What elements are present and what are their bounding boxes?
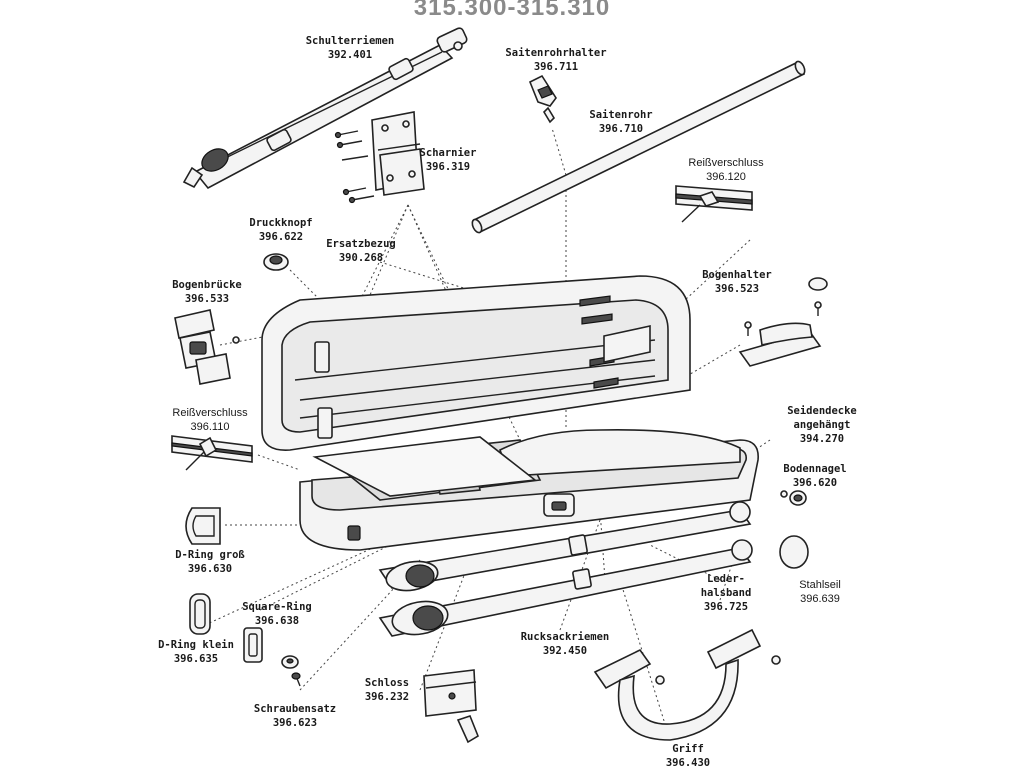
label-schulterriemen: Schulterriemen 392.401	[300, 34, 400, 62]
label-bodennagel: Bodennagel 396.620	[770, 462, 860, 490]
part-name: Rucksackriemen	[520, 631, 610, 643]
part-number: 396.639	[800, 593, 840, 605]
part-number: 396.725	[703, 601, 749, 613]
d-ring-large-part	[185, 507, 221, 545]
part-number: 394.270	[799, 433, 845, 445]
case-lid-part	[261, 275, 691, 451]
label-schloss: Schloss 396.232	[352, 676, 422, 704]
part-name: Saitenrohr	[589, 109, 653, 121]
bow-bridge-part	[174, 309, 240, 385]
part-name: Schloss	[364, 677, 410, 689]
case-body-part	[299, 429, 759, 551]
part-name: Reißverschluss	[172, 407, 248, 419]
label-reissverschluss-top: Reißverschluss 396.120	[676, 156, 776, 184]
part-number: 396.710	[598, 123, 644, 135]
part-number: 396.319	[425, 161, 471, 173]
hinge-part	[334, 111, 425, 204]
part-name: Leder-	[707, 573, 745, 585]
part-number: 392.401	[327, 49, 373, 61]
label-lederhalsband: Leder-halsband 396.725	[686, 572, 766, 614]
part-name: Saitenrohrhalter	[505, 47, 607, 59]
shoulder-strap-part	[182, 27, 468, 190]
label-d-ring-gross: D-Ring groß 396.630	[160, 548, 260, 576]
label-d-ring-klein: D-Ring klein 396.635	[146, 638, 246, 666]
part-number: 396.110	[190, 421, 230, 433]
part-number: 396.120	[706, 171, 746, 183]
handle-part	[593, 628, 781, 741]
label-seidendecke: Seidendecke angehängt 394.270	[774, 404, 870, 446]
part-name: Bogenhalter	[702, 269, 772, 281]
part-name: D-Ring klein	[158, 639, 234, 651]
label-griff: Griff 396.430	[648, 742, 728, 770]
label-reissverschluss-left: Reißverschluss 396.110	[160, 406, 260, 434]
label-druckknopf: Druckknopf 396.622	[236, 216, 326, 244]
label-saitenrohr: Saitenrohr 396.710	[576, 108, 666, 136]
square-ring-part	[243, 627, 263, 663]
part-name: Druckknopf	[249, 217, 313, 229]
backpack-straps-part	[378, 501, 753, 637]
part-name: Bogenbrücke	[172, 279, 242, 291]
part-number: 396.635	[173, 653, 219, 665]
part-number: 396.232	[364, 691, 410, 703]
part-number: 396.638	[254, 615, 300, 627]
label-rucksackriemen: Rucksackriemen 392.450	[510, 630, 620, 658]
string-tube-holder-part	[528, 74, 557, 124]
part-name: Schulterriemen	[305, 35, 395, 47]
string-tube-part	[471, 60, 806, 234]
part-number: 396.711	[533, 61, 579, 73]
zipper-top-part	[675, 185, 753, 223]
part-number: 396.622	[258, 231, 304, 243]
floor-nail-part	[780, 490, 807, 506]
part-name: Schraubensatz	[253, 703, 337, 715]
steel-cable-part	[779, 535, 809, 569]
part-name: Griff	[672, 743, 704, 755]
part-number: 390.268	[338, 252, 384, 264]
part-number: 396.620	[792, 477, 838, 489]
part-name: Scharnier	[419, 147, 477, 159]
part-number: 396.533	[184, 293, 230, 305]
label-stahlseil: Stahlseil 396.639	[780, 578, 860, 606]
d-ring-small-part	[189, 593, 211, 635]
diagram-title: 315.300-315.310	[413, 0, 611, 21]
part-name: Bodennagel	[783, 463, 847, 475]
label-bogenbruecke: Bogenbrücke 396.533	[162, 278, 252, 306]
part-name: Reißverschluss	[688, 157, 764, 169]
bow-holder-part	[738, 277, 828, 367]
label-saitenrohrhalter: Saitenrohrhalter 396.711	[496, 46, 616, 74]
lock-part	[423, 669, 479, 744]
part-name: Square-Ring	[242, 601, 312, 613]
label-ersatzbezug: Ersatzbezug 390.268	[316, 237, 406, 265]
part-name-2: halsband	[700, 587, 752, 599]
label-schraubensatz: Schraubensatz 396.623	[240, 702, 350, 730]
label-bogenhalter: Bogenhalter 396.523	[692, 268, 782, 296]
zipper-left-part	[171, 435, 253, 471]
label-square-ring: Square-Ring 396.638	[232, 600, 322, 628]
part-number: 396.630	[187, 563, 233, 575]
press-stud-part	[263, 253, 289, 271]
label-scharnier: Scharnier 396.319	[408, 146, 488, 174]
part-number: 396.623	[272, 717, 318, 729]
part-number: 396.523	[714, 283, 760, 295]
part-number: 396.430	[665, 757, 711, 769]
part-name: Ersatzbezug	[326, 238, 396, 250]
part-name-2: angehängt	[793, 419, 851, 431]
screw-set-part	[281, 655, 301, 687]
part-name: Seidendecke	[787, 405, 857, 417]
part-number: 392.450	[542, 645, 588, 657]
part-name: D-Ring groß	[175, 549, 245, 561]
part-name: Stahlseil	[799, 579, 841, 591]
